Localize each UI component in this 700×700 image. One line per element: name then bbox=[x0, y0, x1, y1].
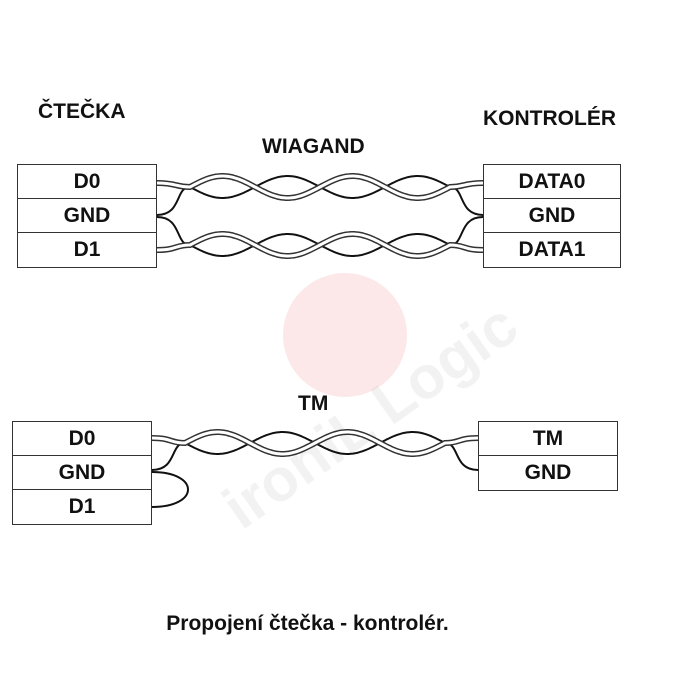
pin-gnd: GND bbox=[524, 461, 572, 484]
pin-d1: D1 bbox=[73, 238, 101, 261]
gnd-d1-loop bbox=[151, 471, 189, 508]
controller-title: KONTROLÉR bbox=[483, 107, 616, 130]
pin-tm: TM bbox=[479, 422, 617, 456]
reader-terminal-bottom: D0 GND D1 bbox=[12, 421, 152, 525]
reader-terminal-top: D0 GND D1 bbox=[17, 164, 157, 268]
pin-data1: DATA1 bbox=[518, 238, 586, 261]
d1-pair-white-wire bbox=[156, 232, 484, 258]
controller-terminal-top: DATA0 GND DATA1 bbox=[483, 164, 621, 268]
pin-data0: DATA0 bbox=[484, 165, 620, 199]
controller-terminal-bottom: TM GND bbox=[478, 421, 618, 491]
pin-d0: D0 bbox=[13, 422, 151, 456]
tm-title: TM bbox=[298, 392, 329, 415]
wiegand-title: WIAGAND bbox=[262, 135, 365, 158]
pin-gnd: GND bbox=[13, 456, 151, 490]
caption: Propojení čtečka - kontrolér. bbox=[166, 612, 449, 635]
pin-gnd: GND bbox=[18, 199, 156, 233]
tm-pair-white-wire bbox=[151, 430, 479, 456]
pin-d1: D1 bbox=[68, 495, 96, 518]
pin-gnd: GND bbox=[484, 199, 620, 233]
reader-title: ČTEČKA bbox=[38, 100, 126, 123]
d0-pair-white-wire bbox=[156, 174, 484, 200]
pin-d0: D0 bbox=[18, 165, 156, 199]
